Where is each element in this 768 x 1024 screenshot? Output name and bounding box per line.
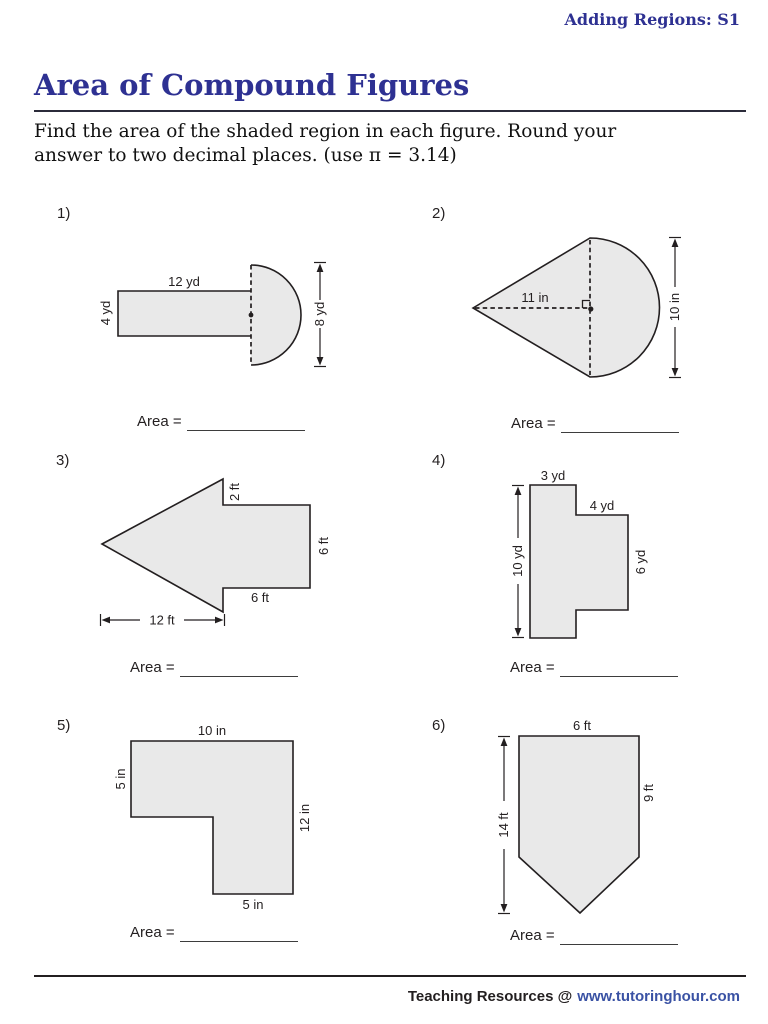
problem-4-number: 4) [432,452,446,469]
dim-label-top: 10 in [198,723,226,738]
footer-link[interactable]: www.tutoringhour.com [577,988,740,1005]
dimension-arrow-diameter: 8 yd [312,261,327,368]
figure-2: 11 in 10 in [471,236,682,379]
dim-label-height: 10 yd [510,545,525,577]
area-label-4: Area = [510,659,555,676]
answer-row-6: Area = [510,927,678,945]
dimension-arrow-height: 14 ft [496,735,511,915]
dim-label-right: 6 ft [316,537,331,555]
dim-label-arm-top: 4 yd [590,498,615,513]
figure-1-shape [117,264,302,366]
figure-2-shape [471,237,661,378]
dim-label-height: 4 yd [98,301,113,326]
answer-row-1: Area = [137,413,305,431]
problem-2-number: 2) [432,205,446,222]
dim-label-left: 5 in [113,769,128,790]
center-dot [588,306,594,312]
problem-1-number: 1) [57,205,71,222]
dim-label-arm-right: 6 yd [633,550,648,575]
dimension-arrow-base: 12 ft [99,613,226,628]
dim-label-bottom: 5 in [243,897,264,912]
dim-label-notch: 2 ft [227,483,242,501]
dimension-arrow-diameter: 10 in [667,236,682,379]
dim-label-bottom: 6 ft [251,590,269,605]
answer-row-5: Area = [130,924,298,942]
problem-5-number: 5) [57,717,71,734]
figure-5-shape [130,740,294,895]
figure-6-shape [518,735,640,915]
figure-1: 12 yd 4 yd 8 yd [98,261,327,368]
dim-label-top: 3 yd [541,468,566,483]
footer-divider [34,975,746,977]
dim-label-right: 9 ft [641,784,656,802]
dim-label-diameter: 10 in [667,293,682,321]
figure-5: 10 in 5 in 12 in 5 in [113,723,312,912]
dim-label-radius: 11 in [521,290,548,305]
answer-row-3: Area = [130,659,298,677]
figure-6: 6 ft 9 ft 14 ft [496,718,656,915]
area-label-1: Area = [137,413,182,430]
figure-3-shape [100,477,311,614]
footer: Teaching Resources @www.tutoringhour.com [408,988,740,1005]
answer-blank-3 [179,660,298,677]
page-title: Area of Compound Figures [34,68,470,102]
answer-blank-4 [559,660,678,677]
dim-label-top: 6 ft [573,718,591,733]
problem-6-number: 6) [432,717,446,734]
dim-label-width: 12 yd [168,274,200,289]
instructions-line1: Find the area of the shaded region in ea… [34,121,617,142]
right-angle-mark [581,299,590,308]
instructions: Find the area of the shaded region in ea… [34,120,734,168]
worksheet-tag: Adding Regions: S1 [564,10,740,29]
center-dot [248,312,254,318]
dim-label-right: 12 in [297,804,312,832]
answer-row-2: Area = [511,415,679,433]
dimension-arrow-height: 10 yd [510,484,525,639]
dim-label-height: 14 ft [496,812,511,838]
figure-4-shape [529,484,629,639]
footer-text: Teaching Resources @ [407,988,573,1005]
dim-label-base: 12 ft [149,613,175,628]
area-label-3: Area = [130,659,175,676]
area-label-2: Area = [511,415,556,432]
answer-row-4: Area = [510,659,678,677]
figure-4: 3 yd 4 yd 6 yd 10 yd [510,468,648,639]
area-label-5: Area = [130,924,175,941]
problem-3-number: 3) [56,452,70,469]
figure-3: 2 ft 6 ft 6 ft 12 ft [99,477,331,628]
title-divider [34,110,746,112]
area-label-6: Area = [510,927,555,944]
answer-blank-2 [560,416,679,433]
instructions-line2: answer to two decimal places. (use π = 3… [34,145,457,166]
answer-blank-5 [179,925,298,942]
dim-label-diameter: 8 yd [312,302,327,327]
answer-blank-6 [559,928,678,945]
answer-blank-1 [186,414,305,431]
